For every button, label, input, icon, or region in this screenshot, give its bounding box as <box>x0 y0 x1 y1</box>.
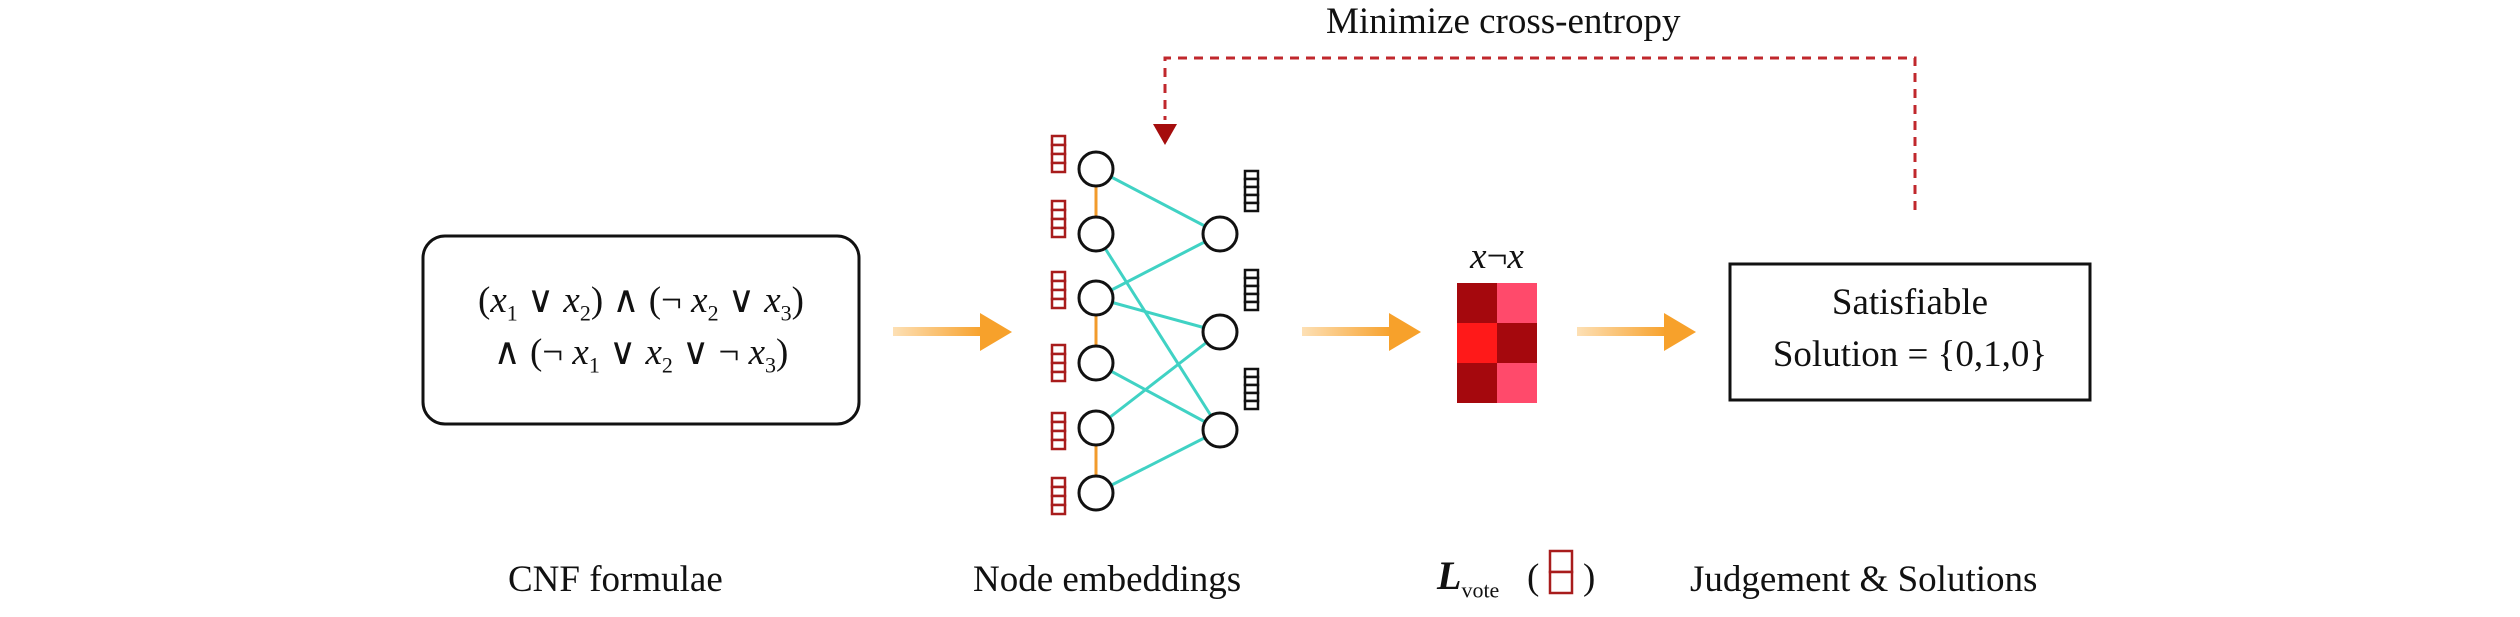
vote-cell <box>1457 283 1497 323</box>
vote-cell <box>1497 323 1537 363</box>
result-line-1: Satisfiable <box>1831 282 1989 323</box>
vote-cell <box>1497 363 1537 403</box>
result-box <box>1728 262 2092 402</box>
cnf-formula-line-1: (x1 ∨ x2) ∧ (¬ x2 ∨ x3) <box>478 280 804 326</box>
loss-open-paren: ( <box>1527 557 1540 598</box>
literal-node <box>1077 279 1115 317</box>
clause-node <box>1201 313 1239 351</box>
loss-subscript: vote <box>1461 577 1500 603</box>
clause-node <box>1201 215 1239 253</box>
judgement-label: Judgement & Solutions <box>1690 559 2038 600</box>
result-line-2: Solution = {0,1,0} <box>1772 334 2048 375</box>
feedback-loop <box>1153 56 1917 210</box>
embedding-vector <box>1243 367 1260 411</box>
cnf-label: CNF formulae <box>508 559 723 600</box>
embedding-vector <box>1050 476 1067 516</box>
flow-arrow-3 <box>1577 313 1696 351</box>
embedding-vector <box>1050 411 1067 451</box>
embedding-vector <box>1243 169 1260 213</box>
node-embeddings-label: Node embeddings <box>973 559 1242 600</box>
vote-cell <box>1457 323 1497 363</box>
literal-nodes <box>1077 150 1115 512</box>
literal-embeddings <box>1050 134 1067 516</box>
clause-embeddings <box>1243 169 1260 411</box>
literal-node <box>1077 344 1115 382</box>
feedback-dashed-line <box>1163 56 1917 210</box>
loss-symbol: L <box>1437 553 1462 598</box>
embedding-vector <box>1243 268 1260 312</box>
clause-node <box>1201 411 1239 449</box>
literal-node <box>1077 409 1115 447</box>
vote-matrix <box>1457 283 1537 403</box>
literal-node <box>1077 474 1115 512</box>
clause-nodes <box>1201 215 1239 449</box>
flow-arrow-1 <box>893 313 1012 351</box>
embedding-vector <box>1050 199 1067 239</box>
embedding-vector <box>1050 343 1067 383</box>
loss-close-paren: ) <box>1583 557 1596 598</box>
vote-matrix-header: x¬x <box>1470 236 1524 277</box>
loss-label: Lvote <box>1437 552 1499 603</box>
embedding-vector <box>1050 134 1067 174</box>
cnf-formula-line-2: ∧ (¬ x1 ∨ x2 ∨ ¬ x3) <box>493 332 789 378</box>
cnf-box <box>421 234 861 426</box>
graph-edges <box>1094 167 1222 495</box>
feedback-arrowhead <box>1153 124 1177 145</box>
vote-vector-glyph <box>1548 549 1574 595</box>
vote-cell <box>1457 363 1497 403</box>
embedding-vector <box>1050 270 1067 310</box>
flow-arrow-2 <box>1302 313 1421 351</box>
feedback-label: Minimize cross-entropy <box>1326 1 1681 42</box>
vote-cell <box>1497 283 1537 323</box>
literal-node <box>1077 150 1115 188</box>
literal-node <box>1077 215 1115 253</box>
